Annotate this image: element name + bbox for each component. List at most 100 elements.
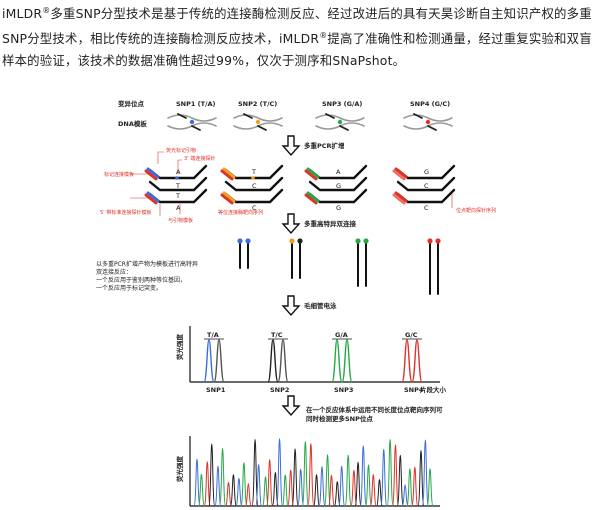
peak-pair-2: T/C SNP2 (267, 331, 289, 394)
annot-tag-template: 标记连接模板 (104, 171, 134, 178)
multiplex-peak (324, 454, 332, 507)
dna-template-snp4 (403, 113, 453, 131)
peak-2-2 (277, 339, 289, 383)
intro-part-2: 多重SNP分型技术是基于传统的连接酶检测反应、经过改进后的具有天昊诊断自主知识产… (2, 6, 592, 47)
multiplex-peak (225, 481, 233, 507)
step-label-ligation: 多重高特异双连接 (304, 219, 357, 228)
multiplex-peak (193, 458, 201, 507)
multiplex-peak (396, 454, 404, 507)
multiplex-peak (240, 462, 248, 507)
multiplex-peak (262, 476, 270, 507)
multiplex-peak (281, 474, 289, 507)
multiplex-peak (287, 469, 295, 507)
multiplex-peak (244, 483, 252, 507)
snp1-base-4: A (176, 204, 181, 212)
multiplex-peak (266, 459, 274, 507)
dna-template-snp2 (233, 113, 283, 131)
peak-3-2 (341, 339, 353, 383)
snp3-base-1: A (336, 168, 341, 176)
step-arrow-2 (281, 213, 301, 235)
annot-spacer: 与引物模板 (168, 217, 193, 224)
multiplex-peak (401, 484, 409, 507)
peak-snp-2: SNP2 (270, 386, 289, 394)
ligation-probes-snp4 (392, 164, 456, 209)
ligation-probes-snp3 (304, 164, 368, 205)
snp1-base-3: T (175, 192, 180, 200)
multiplex-peak (380, 448, 388, 507)
multiplex-peak (203, 461, 211, 507)
multiplex-peak (318, 466, 326, 507)
intro-paragraph: iMLDR®多重SNP分型技术是基于传统的连接酶检测反应、经过改进后的具有天昊诊… (2, 0, 598, 72)
multiplex-peak (276, 438, 284, 507)
peak-2-1 (267, 339, 279, 383)
multiplex-peak (338, 465, 346, 507)
multiplex-peak (417, 450, 425, 507)
snp4-base-1: G (424, 168, 429, 176)
peak-4-2 (411, 339, 423, 383)
intro-part-1: iMLDR (2, 6, 43, 22)
multiplex-peak (350, 469, 358, 507)
multiplex-peak (375, 479, 383, 507)
step-arrow-3 (281, 295, 301, 317)
multiplex-peak (255, 464, 263, 507)
multiplex-peaks (193, 438, 434, 507)
multiplex-peak (229, 474, 237, 507)
step-label-ce: 毛细管电泳 (304, 301, 337, 310)
probe-annotation-leaders (130, 151, 182, 216)
multiplex-peak (297, 468, 305, 507)
multiplex-peak (235, 477, 243, 507)
registered-mark-2: ® (319, 31, 328, 41)
snp2-base-1: T (251, 168, 256, 176)
side-note-line-4: 一个反应用于标记突变。 (96, 284, 162, 292)
multiplex-peak (301, 441, 309, 507)
registered-mark: ® (42, 6, 51, 15)
multiplex-peak (369, 474, 377, 507)
multiplex-peak (197, 473, 205, 507)
step-label-multiplex-2: 同时检测更多SNP位点 (306, 414, 373, 423)
multiplex-peak (386, 439, 394, 507)
annot-ligase-seq: 等位连接酶靶向序列 (218, 209, 263, 216)
peak-3-1 (331, 339, 343, 383)
ligation-probes-snp1 (144, 164, 208, 205)
multiplex-peak (365, 464, 372, 507)
annot-fluor-primer: 荧光标记引物 (166, 147, 196, 154)
peak-snp-3: SNP3 (334, 386, 353, 394)
snp3-base-3: G (336, 204, 341, 212)
step-arrow-4 (281, 395, 301, 417)
multiplex-peak (208, 443, 216, 507)
peak-label-1: T/A (207, 331, 219, 339)
multiplex-peak (426, 468, 434, 507)
multiplex-peak (406, 468, 414, 507)
ligation-probes-snp2 (220, 164, 284, 205)
imldr-workflow-diagram: 变异位点 DNA模板 SNP1 (T/A) SNP2 (T/C) SNP3 (G… (0, 90, 600, 510)
multiplex-peak (359, 445, 367, 507)
peak-1-2 (213, 339, 225, 383)
snp2-header: SNP2 (T/C) (238, 100, 277, 108)
peak-snp-1: SNP1 (206, 386, 226, 394)
side-note-line-2: 双连接反应： (96, 268, 132, 276)
multiplex-peak (421, 439, 429, 507)
snp4-header: SNP4 (G/C) (410, 100, 450, 108)
annot-tail-seq: 位点靶向探针序列 (456, 207, 496, 214)
multiplex-peak (391, 444, 399, 507)
annot-universal-probe: 5’ 带标准连接探针模板 (100, 209, 151, 216)
peak-label-4: G/C (405, 331, 418, 339)
multiplex-peak (344, 454, 352, 507)
peak-pair-1: T/A SNP1 (203, 331, 226, 394)
snp3-base-2: G (336, 182, 341, 190)
snp1-header: SNP1 (T/A) (176, 100, 215, 108)
intro-part-3: 提高了准确性和检测通量，经过重复实验和双盲样本的验证，该技术的数据准确性超过99… (2, 31, 592, 69)
label-variant-site: 变异位点 (118, 99, 145, 108)
peak-label-2: T/C (271, 331, 283, 339)
snp4-base-2: C (424, 182, 429, 190)
snp3-header: SNP3 (G/A) (322, 100, 362, 108)
multiplex-peak (411, 466, 419, 507)
step-label-multiplex-1: 在一个反应体系中运用不同长度位点靶向序列可 (306, 405, 443, 414)
peak-4-1 (401, 339, 413, 383)
multiplex-peak (291, 448, 299, 507)
multiplex-peak (271, 472, 279, 507)
side-note-line-1: 以多重PCR扩增产物为模板进行高特异 (96, 260, 198, 268)
step-arrow-1 (281, 135, 301, 157)
